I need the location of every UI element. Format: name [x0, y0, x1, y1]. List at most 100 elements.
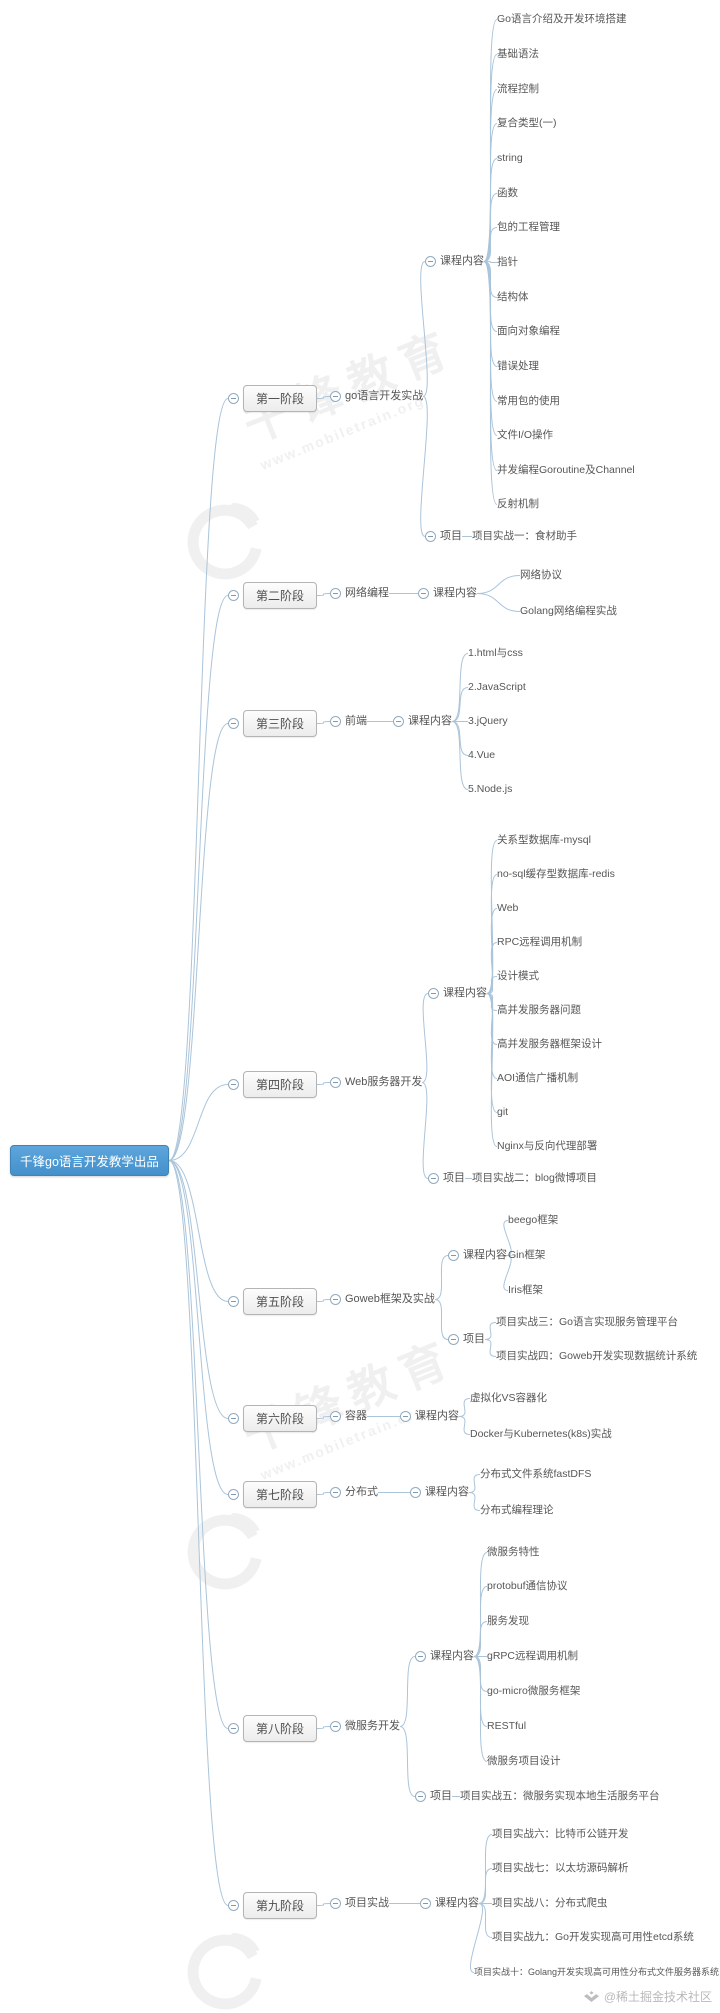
collapse-icon[interactable]: [415, 1651, 426, 1662]
leaf-node[interactable]: 常用包的使用: [497, 394, 560, 409]
leaf-node[interactable]: git: [497, 1105, 508, 1120]
stage-node[interactable]: 第九阶段: [228, 1892, 318, 1919]
leaf-node[interactable]: 高并发服务器框架设计: [497, 1037, 602, 1052]
collapse-icon[interactable]: [228, 1413, 239, 1424]
leaf-node[interactable]: 服务发现: [487, 1614, 529, 1629]
topic-node[interactable]: go语言开发实战: [330, 389, 423, 404]
group-node[interactable]: 课程内容: [410, 1485, 469, 1500]
collapse-icon[interactable]: [410, 1487, 421, 1498]
collapse-icon[interactable]: [428, 1173, 439, 1184]
leaf-node[interactable]: 虚拟化VS容器化: [470, 1391, 547, 1406]
leaf-node[interactable]: 项目实战五：微服务实现本地生活服务平台: [460, 1789, 660, 1804]
leaf-node[interactable]: AOI通信广播机制: [497, 1071, 578, 1086]
topic-node[interactable]: 项目实战: [330, 1896, 389, 1911]
stage-node[interactable]: 第八阶段: [228, 1715, 318, 1742]
stage-node[interactable]: 第四阶段: [228, 1071, 318, 1098]
root-node[interactable]: 千锋go语言开发教学出品: [10, 1145, 169, 1176]
group-node[interactable]: 课程内容: [400, 1409, 459, 1424]
leaf-node[interactable]: 反射机制: [497, 497, 539, 512]
topic-node[interactable]: 前端: [330, 714, 367, 729]
leaf-node[interactable]: Docker与Kubernetes(k8s)实战: [470, 1427, 612, 1442]
leaf-node[interactable]: 基础语法: [497, 47, 539, 62]
collapse-icon[interactable]: [330, 1487, 341, 1498]
leaf-node[interactable]: 并发编程Goroutine及Channel: [497, 463, 635, 478]
group-node[interactable]: 课程内容: [420, 1896, 479, 1911]
leaf-node[interactable]: Gin框架: [508, 1248, 545, 1263]
leaf-node[interactable]: Golang网络编程实战: [520, 604, 617, 619]
group-node[interactable]: 课程内容: [415, 1649, 474, 1664]
leaf-node[interactable]: 包的工程管理: [497, 220, 560, 235]
leaf-node[interactable]: 微服务项目设计: [487, 1754, 561, 1769]
collapse-icon[interactable]: [448, 1250, 459, 1261]
topic-node[interactable]: 容器: [330, 1409, 367, 1424]
topic-node[interactable]: Goweb框架及实战: [330, 1292, 435, 1307]
leaf-node[interactable]: 函数: [497, 186, 518, 201]
leaf-node[interactable]: 4.Vue: [468, 748, 495, 763]
group-node[interactable]: 项目: [415, 1789, 452, 1804]
collapse-icon[interactable]: [228, 1723, 239, 1734]
leaf-node[interactable]: 微服务特性: [487, 1545, 540, 1560]
collapse-icon[interactable]: [228, 590, 239, 601]
leaf-node[interactable]: 项目实战六：比特币公链开发: [492, 1827, 629, 1842]
collapse-icon[interactable]: [415, 1791, 426, 1802]
leaf-node[interactable]: 项目实战一：食材助手: [472, 529, 577, 544]
collapse-icon[interactable]: [330, 1411, 341, 1422]
group-node[interactable]: 课程内容: [448, 1248, 507, 1263]
collapse-icon[interactable]: [425, 531, 436, 542]
leaf-node[interactable]: Iris框架: [508, 1283, 543, 1298]
leaf-node[interactable]: 分布式编程理论: [480, 1503, 554, 1518]
collapse-icon[interactable]: [420, 1898, 431, 1909]
collapse-icon[interactable]: [418, 588, 429, 599]
collapse-icon[interactable]: [228, 718, 239, 729]
collapse-icon[interactable]: [330, 1898, 341, 1909]
leaf-node[interactable]: protobuf通信协议: [487, 1579, 568, 1594]
group-node[interactable]: 课程内容: [393, 714, 452, 729]
leaf-node[interactable]: 分布式文件系统fastDFS: [480, 1467, 591, 1482]
leaf-node[interactable]: 结构体: [497, 290, 529, 305]
leaf-node[interactable]: 项目实战九：Go开发实现高可用性etcd系统: [492, 1930, 694, 1945]
collapse-icon[interactable]: [228, 1296, 239, 1307]
collapse-icon[interactable]: [228, 1079, 239, 1090]
leaf-node[interactable]: 错误处理: [497, 359, 539, 374]
collapse-icon[interactable]: [228, 393, 239, 404]
leaf-node[interactable]: Go语言介绍及开发环境搭建: [497, 12, 627, 27]
group-node[interactable]: 课程内容: [418, 586, 477, 601]
leaf-node[interactable]: 面向对象编程: [497, 324, 560, 339]
collapse-icon[interactable]: [228, 1489, 239, 1500]
topic-node[interactable]: 微服务开发: [330, 1719, 400, 1734]
leaf-node[interactable]: gRPC远程调用机制: [487, 1649, 578, 1664]
topic-node[interactable]: Web服务器开发: [330, 1075, 422, 1090]
stage-node[interactable]: 第一阶段: [228, 385, 318, 412]
leaf-node[interactable]: 复合类型(一): [497, 116, 557, 131]
leaf-node[interactable]: 流程控制: [497, 82, 539, 97]
stage-node[interactable]: 第三阶段: [228, 710, 318, 737]
collapse-icon[interactable]: [330, 1721, 341, 1732]
leaf-node[interactable]: 1.html与css: [468, 646, 523, 661]
leaf-node[interactable]: 项目实战十：Golang开发实现高可用性分布式文件服务器系统: [474, 1965, 719, 1980]
leaf-node[interactable]: 项目实战八：分布式爬虫: [492, 1896, 608, 1911]
leaf-node[interactable]: 项目实战二：blog微博项目: [472, 1171, 597, 1186]
leaf-node[interactable]: 项目实战七：以太坊源码解析: [492, 1861, 629, 1876]
collapse-icon[interactable]: [330, 588, 341, 599]
topic-node[interactable]: 分布式: [330, 1485, 378, 1500]
leaf-node[interactable]: 设计模式: [497, 969, 539, 984]
stage-node[interactable]: 第五阶段: [228, 1288, 318, 1315]
collapse-icon[interactable]: [330, 1294, 341, 1305]
collapse-icon[interactable]: [448, 1334, 459, 1345]
group-node[interactable]: 项目: [428, 1171, 465, 1186]
collapse-icon[interactable]: [400, 1411, 411, 1422]
collapse-icon[interactable]: [330, 391, 341, 402]
leaf-node[interactable]: 项目实战三：Go语言实现服务管理平台: [496, 1315, 678, 1330]
collapse-icon[interactable]: [425, 256, 436, 267]
leaf-node[interactable]: RPC远程调用机制: [497, 935, 582, 950]
group-node[interactable]: 项目: [425, 529, 462, 544]
leaf-node[interactable]: 指针: [497, 255, 518, 270]
leaf-node[interactable]: beego框架: [508, 1213, 558, 1228]
leaf-node[interactable]: 网络协议: [520, 568, 562, 583]
topic-node[interactable]: 网络编程: [330, 586, 389, 601]
collapse-icon[interactable]: [228, 1900, 239, 1911]
group-node[interactable]: 课程内容: [425, 254, 484, 269]
leaf-node[interactable]: 5.Node.js: [468, 782, 512, 797]
leaf-node[interactable]: Nginx与反向代理部署: [497, 1139, 597, 1154]
group-node[interactable]: 课程内容: [428, 986, 487, 1001]
